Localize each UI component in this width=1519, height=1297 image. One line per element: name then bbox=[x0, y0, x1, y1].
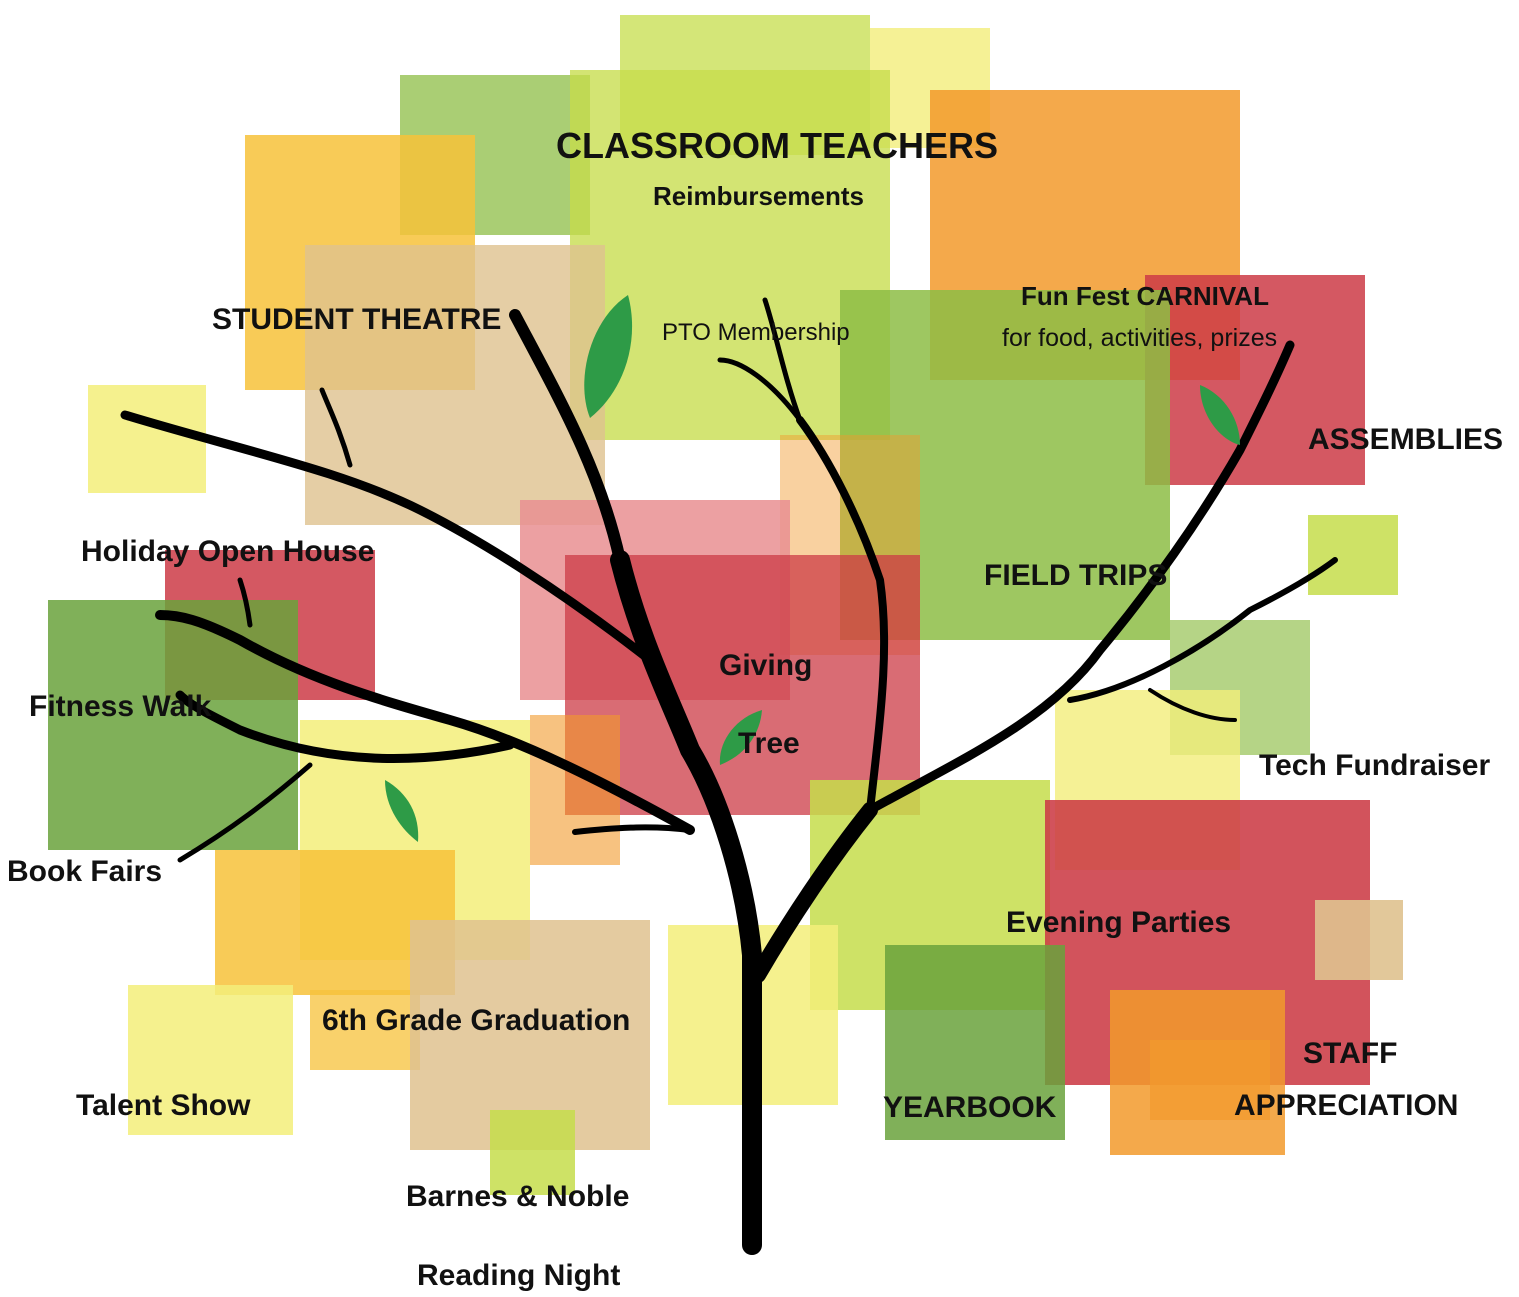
branch-upper-left bbox=[509, 309, 626, 566]
twig-holiday bbox=[237, 577, 253, 628]
label-giving: Giving bbox=[719, 649, 813, 682]
tree-branches bbox=[120, 297, 1338, 1255]
label-carnival-detail: for food, activities, prizes bbox=[1002, 324, 1278, 352]
label-student-theatre: STUDENT THEATRE bbox=[212, 303, 502, 336]
branch-right-lower bbox=[1067, 557, 1338, 703]
canopy-square bbox=[1145, 275, 1365, 485]
canopy-square bbox=[128, 985, 293, 1135]
branch-right-upper bbox=[865, 340, 1295, 815]
canopy-squares bbox=[48, 15, 1403, 1195]
canopy-square bbox=[310, 990, 420, 1070]
canopy-square bbox=[570, 70, 890, 440]
branch-left-low bbox=[155, 610, 695, 835]
canopy-square bbox=[1150, 1040, 1270, 1120]
label-pto-membership: PTO Membership bbox=[662, 319, 850, 346]
label-yearbook: YEARBOOK bbox=[883, 1091, 1057, 1124]
label-field-trips: FIELD TRIPS bbox=[984, 559, 1168, 592]
leaf bbox=[719, 710, 762, 765]
label-holiday-open-house: Holiday Open House bbox=[81, 535, 375, 568]
canopy-square bbox=[1308, 515, 1398, 595]
branch-tech bbox=[1148, 688, 1237, 722]
label-6th-grade-graduation: 6th Grade Graduation bbox=[322, 1004, 631, 1037]
label-barnes-noble: Barnes & Noble bbox=[406, 1180, 630, 1213]
canopy-square bbox=[88, 385, 206, 493]
leaves bbox=[385, 295, 1240, 842]
leaf bbox=[385, 780, 419, 842]
leaf bbox=[1200, 385, 1240, 445]
branch-central bbox=[796, 416, 889, 814]
label-talent-show: Talent Show bbox=[76, 1089, 251, 1122]
trunk-right-fork bbox=[750, 802, 878, 983]
canopy-square bbox=[885, 945, 1065, 1140]
label-assemblies: ASSEMBLIES bbox=[1308, 423, 1504, 456]
canopy-square bbox=[48, 600, 298, 850]
label-staff: STAFF bbox=[1303, 1037, 1398, 1070]
twig-giving bbox=[572, 824, 693, 835]
label-evening-parties: Evening Parties bbox=[1006, 906, 1232, 939]
label-appreciation: APPRECIATION bbox=[1234, 1089, 1459, 1122]
canopy-square bbox=[1315, 900, 1403, 980]
label-tree: Tree bbox=[738, 727, 800, 760]
label-tech-fundraiser: Tech Fundraiser bbox=[1259, 749, 1491, 782]
label-book-fairs: Book Fairs bbox=[7, 855, 163, 888]
tree-trunk bbox=[610, 550, 762, 1255]
branch-pto bbox=[717, 357, 803, 423]
branch-fitness bbox=[175, 690, 515, 763]
label-fun-fest-carnival: Fun Fest CARNIVAL bbox=[1021, 281, 1269, 311]
label-reading-night: Reading Night bbox=[417, 1259, 621, 1292]
leaf bbox=[584, 295, 633, 418]
twig-theatre bbox=[319, 387, 353, 468]
canopy-square bbox=[490, 1110, 575, 1195]
label-reimbursements: Reimbursements bbox=[653, 181, 864, 211]
label-fitness-walk: Fitness Walk bbox=[29, 690, 212, 723]
branch-left-mid bbox=[120, 410, 655, 665]
twig-bookfairs bbox=[177, 762, 313, 863]
branch-reimbursements bbox=[762, 297, 803, 423]
label-classroom-teachers: CLASSROOM TEACHERS bbox=[556, 125, 999, 166]
